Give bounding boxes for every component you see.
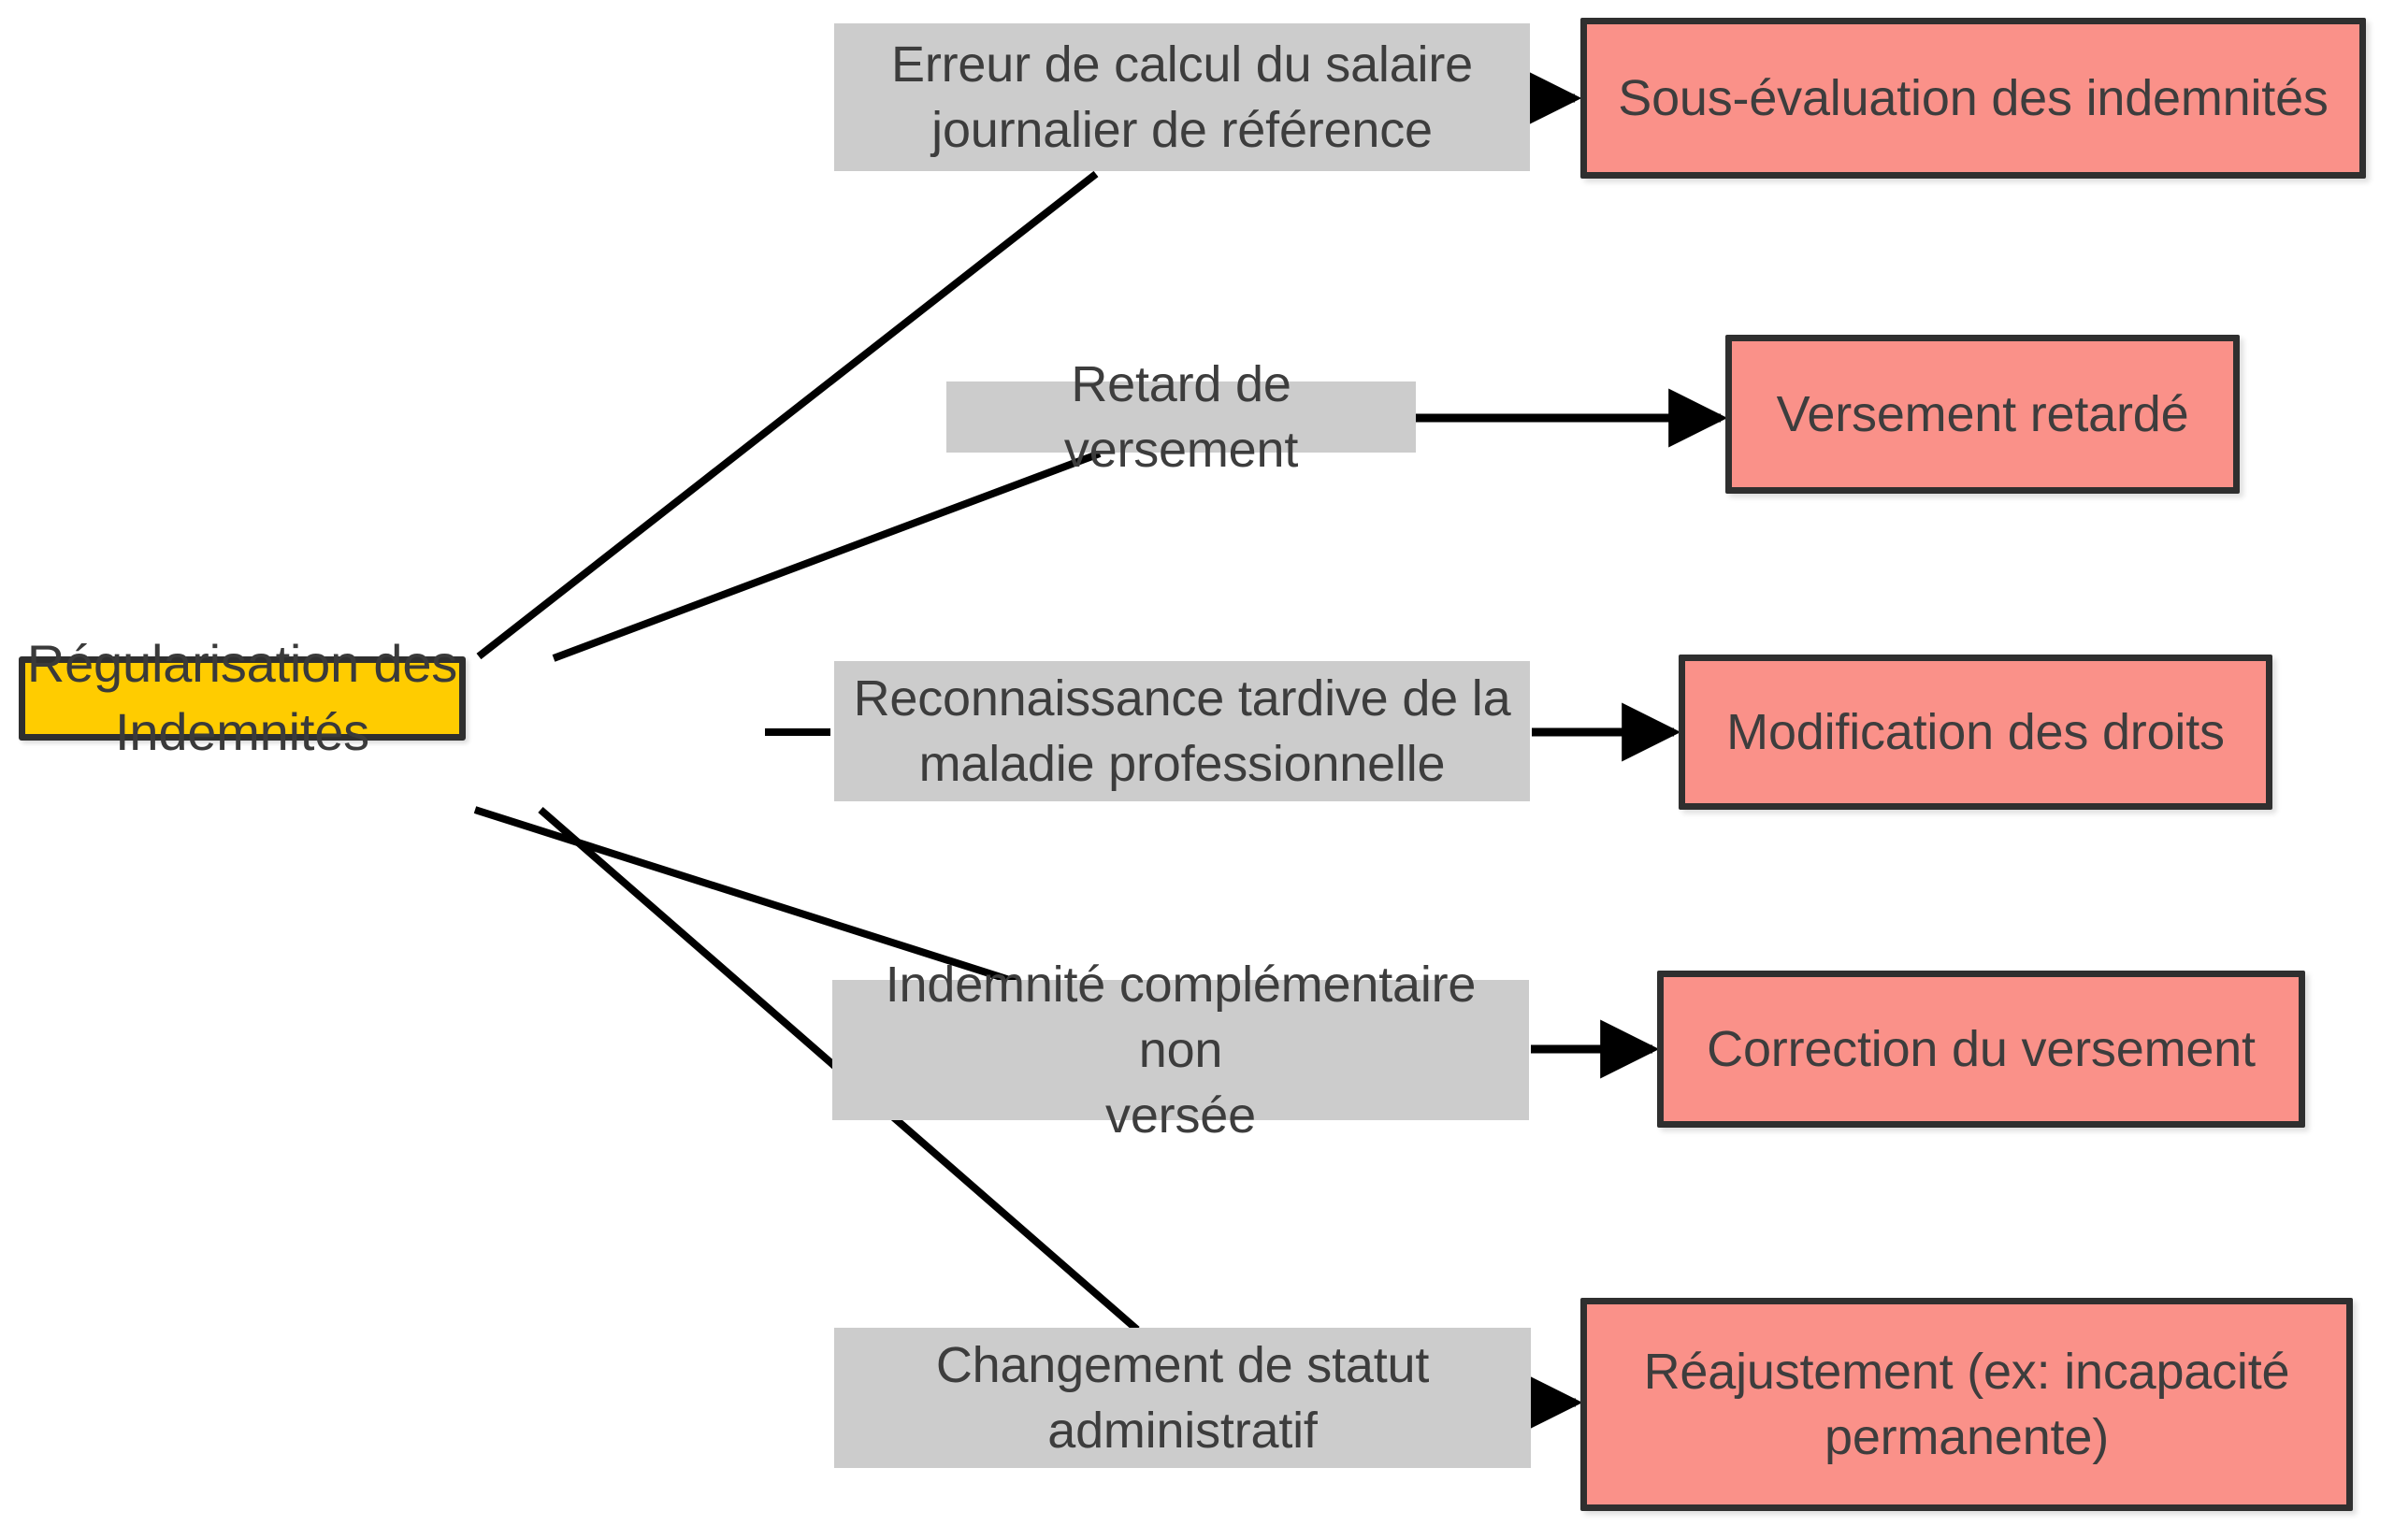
cause-node-1[interactable]: Erreur de calcul du salaire journalier d… (834, 23, 1530, 171)
effect-node-label: Sous-évaluation des indemnités (1618, 69, 2329, 126)
cause-node-label: Changement de statut administratif (935, 1336, 1430, 1459)
cause-node-4[interactable]: Indemnité complémentaire non versée (832, 957, 1529, 1144)
root-node-label: Régularisation des Indemnités (26, 634, 458, 761)
cause-node-label: Indemnité complémentaire non versée (885, 956, 1477, 1144)
cause-node-3[interactable]: Reconnaissance tardive de la maladie pro… (834, 661, 1530, 801)
edge-root-cause-2 (552, 450, 1102, 662)
effect-node-5[interactable]: Réajustement (ex: incapacité permanente) (1580, 1298, 2353, 1511)
cause-node-5[interactable]: Changement de statut administratif (834, 1328, 1531, 1468)
cause-node-label: Erreur de calcul du salaire journalier d… (891, 36, 1473, 158)
effect-node-label: Correction du versement (1707, 1020, 2256, 1077)
effect-node-1[interactable]: Sous-évaluation des indemnités (1580, 18, 2366, 179)
effect-node-3[interactable]: Modification des droits (1679, 655, 2272, 810)
effect-node-label: Modification des droits (1726, 703, 2225, 760)
cause-node-label: Reconnaissance tardive de la maladie pro… (853, 669, 1511, 792)
effect-node-label: Réajustement (ex: incapacité permanente) (1643, 1343, 2290, 1465)
effect-node-2[interactable]: Versement retardé (1725, 335, 2240, 494)
effect-node-4[interactable]: Correction du versement (1657, 971, 2305, 1128)
effect-node-label: Versement retardé (1776, 385, 2189, 442)
cause-node-label: Retard de versement (1063, 355, 1299, 478)
root-node-regularisation[interactable]: Régularisation des Indemnités (19, 634, 466, 761)
cause-node-2[interactable]: Retard de versement (946, 356, 1416, 478)
